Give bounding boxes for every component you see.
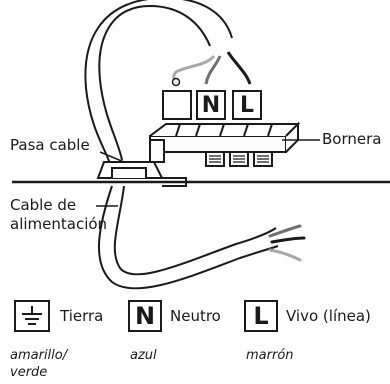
legend-ground-color-line2: verde <box>10 365 48 380</box>
legend-neutral-box: N <box>128 300 162 332</box>
cable-gland <box>96 139 187 187</box>
terminal-neutral-letter: N <box>201 92 221 118</box>
power-cable <box>84 0 279 290</box>
legend-neutral-name: Neutro <box>170 307 221 325</box>
legend-ground-color-line1: amarillo/ <box>10 348 68 363</box>
legend-neutral-color: azul <box>130 348 157 363</box>
terminal-neutral-box: N <box>196 90 226 120</box>
ground-screw-icon <box>171 77 181 87</box>
terminal-live-letter: L <box>239 92 255 118</box>
legend-ground-name: Tierra <box>60 307 104 325</box>
legend-live-name: Vivo (línea) <box>286 307 371 325</box>
callout-cable-line2: alimentación <box>10 215 108 233</box>
callout-leaders <box>96 139 320 207</box>
legend-live-color: marrón <box>246 348 294 363</box>
terminal-block <box>149 121 301 167</box>
terminal-live-box: L <box>232 90 262 120</box>
legend-ground-icon <box>22 306 42 325</box>
callout-bornera: Bornera <box>322 130 382 148</box>
inner-wires-bottom <box>268 224 306 262</box>
callout-cable-line1: Cable de <box>10 196 77 214</box>
inner-wires-top <box>172 51 252 85</box>
callout-pasa-cable: Pasa cable <box>10 136 90 154</box>
legend-neutral-letter: N <box>134 302 156 330</box>
legend-live-letter: L <box>253 302 269 330</box>
terminal-ground-box <box>162 90 192 120</box>
legend-live-box: L <box>244 300 278 332</box>
legend-ground-box <box>14 300 50 332</box>
